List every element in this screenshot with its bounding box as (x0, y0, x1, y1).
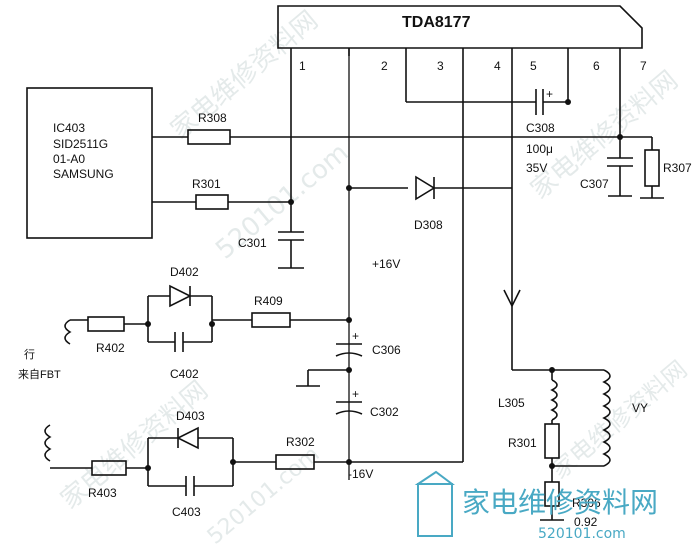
label-c308: C308 (526, 121, 555, 135)
ic-title: TDA8177 (402, 14, 471, 31)
label-r301-lower: R301 (508, 436, 537, 450)
filter-capacitors: + C306 + C302 (296, 329, 401, 465)
pin5-net: D308 +16V (346, 56, 552, 371)
watermark-text-1: 家电维修资料网 (165, 5, 324, 145)
pin1-net: C301 (238, 56, 304, 269)
label-input-2: 来自FBT (18, 368, 61, 381)
label-r307: R307 (663, 161, 692, 175)
pin-1: 1 (299, 59, 306, 73)
label-d402: D402 (170, 265, 199, 279)
label-c306: C306 (372, 343, 401, 357)
ic403-box: IC403 SID2511G 01-A0 SAMSUNG (26, 87, 153, 239)
brand-url: 520101.com (538, 526, 626, 542)
label-r306-value: 0.92 (574, 515, 598, 529)
label-c307: C307 (580, 177, 609, 191)
label-r302: R302 (286, 435, 315, 449)
pin-7: 7 (640, 59, 647, 73)
c306-plus: + (352, 329, 359, 343)
pin-2: 2 (381, 59, 388, 73)
pin7-net: R307 C307 (580, 56, 692, 199)
label-r409: R409 (254, 294, 283, 308)
minus-rectifier: R403 D403 C403 R302 (44, 409, 349, 519)
label-d403: D403 (176, 409, 205, 423)
label-r402: R402 (96, 341, 125, 355)
label-c308-voltage: 35V (526, 161, 547, 175)
pin-6: 6 (593, 59, 600, 73)
label-l305: L305 (498, 396, 525, 410)
ic403-line-1: IC403 (53, 121, 85, 135)
ic403-line-4: SAMSUNG (53, 167, 114, 181)
label-c403: C403 (172, 505, 201, 519)
label-vy: VY (632, 401, 648, 415)
pin4-net: -16V (348, 56, 464, 481)
c302-plus: + (352, 387, 359, 401)
plus-rectifier: 行 来自FBT R402 D402 C402 R409 (18, 265, 352, 381)
brand-text: 家电维修资料网 (462, 486, 658, 519)
watermark-text-2: 家电维修资料网 (55, 375, 214, 515)
r308-net: R308 (152, 111, 620, 145)
label-c402: C402 (170, 367, 199, 381)
label-r308: R308 (198, 111, 227, 125)
r301-upper: R301 (152, 177, 291, 210)
label-c302: C302 (370, 405, 399, 419)
c308-net: + C308 100μ 35V (405, 56, 571, 175)
label-minus16: -16V (348, 467, 373, 481)
pin-5: 5 (530, 59, 537, 73)
label-plus16: +16V (372, 257, 400, 271)
ic-pin-labels: 1 2 3 4 5 6 7 (299, 59, 647, 73)
c308-plus: + (546, 87, 553, 101)
label-input-1: 行 (24, 348, 35, 361)
ic403-line-3: 01-A0 (53, 152, 85, 166)
pin-3: 3 (437, 59, 444, 73)
ic-pin-wires (290, 48, 621, 480)
yoke-network: L305 R301 R306 0.92 VY (498, 367, 648, 529)
label-c308-value: 100μ (526, 142, 553, 156)
label-r301-upper: R301 (192, 177, 221, 191)
pin-4: 4 (494, 59, 501, 73)
label-c301: C301 (238, 236, 267, 250)
watermark-url-2: 520101.com (203, 442, 325, 550)
label-d308: D308 (414, 218, 443, 232)
brand-watermark: 家电维修资料网 520101.com (414, 470, 658, 542)
ic403-line-2: SID2511G (53, 137, 108, 151)
watermark-text-4: 家电维修资料网 (546, 355, 693, 484)
ic-tda8177: TDA8177 (277, 5, 643, 49)
label-r306: R306 (572, 496, 601, 510)
label-r403: R403 (88, 486, 117, 500)
